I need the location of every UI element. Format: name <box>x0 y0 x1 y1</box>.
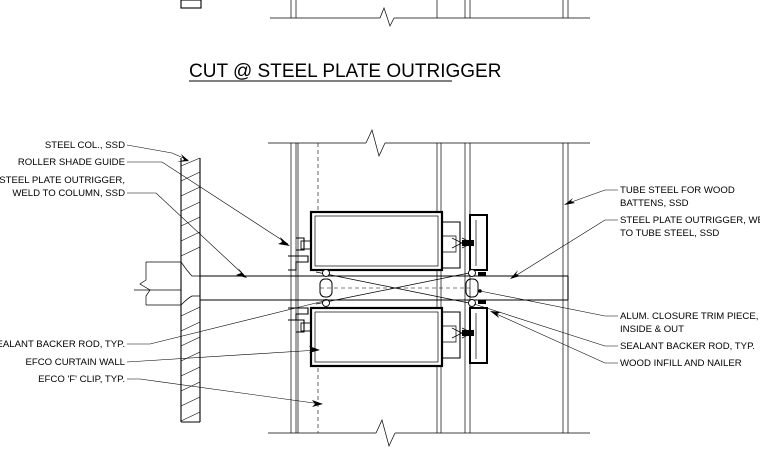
leader-roller-shade <box>127 161 289 245</box>
label-plate-tube-line1: STEEL PLATE OUTRIGGER, WELD <box>620 215 760 226</box>
label-plate-outrigger-line2: WELD TO COLUMN, SSD <box>12 188 125 199</box>
label-sealant-right: SEALANT BACKER ROD, TYP. <box>620 341 755 352</box>
steel-column <box>134 157 201 423</box>
leader-plate-outrigger <box>127 192 247 278</box>
arrow-curtain-wall <box>309 346 320 353</box>
label-closure-line1: ALUM. CLOSURE TRIM PIECE, <box>620 311 758 322</box>
leader-plate-tube <box>511 219 618 279</box>
leader-sealant-left <box>127 299 329 345</box>
label-tube-steel-line1: TUBE STEEL FOR WOOD <box>620 185 735 196</box>
leader-f-clip <box>127 378 322 405</box>
label-steel-column: STEEL COL., SSD <box>45 140 125 151</box>
label-plate-outrigger-line1: STEEL PLATE OUTRIGGER, <box>0 175 125 186</box>
arrow-steel-column <box>177 154 189 162</box>
curtain-wall-mullion-lower <box>288 306 488 368</box>
label-f-clip: EFCO 'F' CLIP, TYP. <box>38 374 125 385</box>
label-curtain-wall: EFCO CURTAIN WALL <box>25 357 125 368</box>
label-tube-steel-line2: BATTENS, SSD <box>620 198 689 209</box>
detail-title: CUT @ STEEL PLATE OUTRIGGER <box>189 61 501 82</box>
arrow-roller-shade <box>278 237 290 246</box>
arrow-plate-tube <box>510 270 520 279</box>
sealant-backer-rods <box>319 269 486 307</box>
label-wood-infill: WOOD INFILL AND NAILER <box>620 358 742 369</box>
label-roller-shade: ROLLER SHADE GUIDE <box>18 157 125 168</box>
leader-sealant-right <box>473 303 618 347</box>
label-sealant-left: SEALANT BACKER ROD, TYP. <box>0 339 125 350</box>
break-lines <box>268 128 590 448</box>
leader-steel-column <box>126 144 189 161</box>
arrow-wood-infill <box>490 311 501 318</box>
curtain-wall-mullion-upper <box>288 210 488 272</box>
mullion-lines <box>290 143 569 433</box>
label-plate-tube-line2: TO TUBE STEEL, SSD <box>620 228 719 239</box>
leader-tube-steel <box>565 189 618 205</box>
leader-wood-infill <box>491 311 618 364</box>
label-closure-line2: INSIDE & OUT <box>620 324 684 335</box>
previous-detail-fragment <box>180 0 590 27</box>
leader-closure <box>479 290 618 317</box>
arrow-plate-outrigger <box>236 268 247 278</box>
arrow-tube-steel <box>564 198 575 205</box>
arrow-f-clip <box>312 400 323 407</box>
dot-closure <box>478 289 482 293</box>
leader-curtain-wall <box>126 349 319 363</box>
